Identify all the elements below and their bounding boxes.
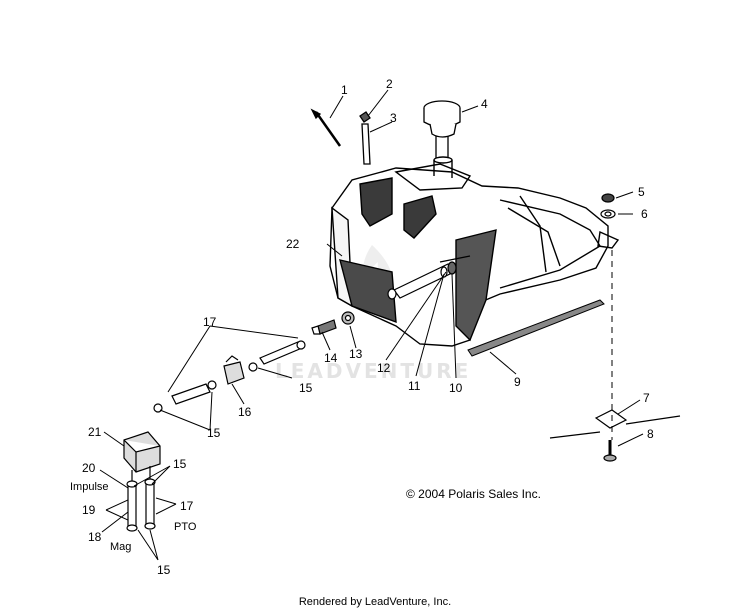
callout-17b: 17 [180, 499, 194, 513]
label-impulse: Impulse [70, 481, 109, 493]
callout-1: 1 [341, 83, 348, 97]
fuel-pump [123, 431, 161, 532]
callout-7: 7 [643, 391, 650, 405]
fuel-valve-assembly [387, 261, 457, 300]
label-mag: Mag [110, 541, 131, 553]
callout-10: 10 [449, 381, 463, 395]
callout-15b: 15 [207, 426, 221, 440]
callout-2: 2 [386, 77, 393, 91]
callout-15c: 15 [173, 457, 187, 471]
tank-fittings [311, 311, 355, 335]
callout-20: 20 [82, 461, 96, 475]
callout-4: 4 [481, 97, 488, 111]
fuel-cap [423, 100, 461, 158]
callout-3: 3 [390, 111, 397, 125]
callout-17a: 17 [203, 315, 217, 329]
callout-11: 11 [408, 379, 421, 393]
callout-12: 12 [377, 361, 391, 375]
tank-small-parts [310, 108, 371, 165]
fasteners-right [594, 193, 628, 462]
watermark-text: LEADVENTURE [275, 359, 471, 383]
leader-lines [99, 89, 644, 561]
callout-9: 9 [514, 375, 521, 389]
callout-22: 22 [286, 237, 300, 251]
callout-21: 21 [88, 425, 102, 439]
frame-line [549, 415, 681, 439]
callout-15a: 15 [299, 381, 313, 395]
callout-18: 18 [88, 530, 102, 544]
callout-6: 6 [641, 207, 648, 221]
callout-8: 8 [647, 427, 654, 441]
callout-15d: 15 [157, 563, 171, 577]
callout-13: 13 [349, 347, 363, 361]
tank-strip [467, 299, 605, 357]
fuel-tank [329, 156, 620, 347]
copyright-notice: © 2004 Polaris Sales Inc. [406, 487, 541, 501]
label-pto: PTO [174, 521, 197, 533]
callout-16: 16 [238, 405, 252, 419]
rendered-by-footer: Rendered by LeadVenture, Inc. [298, 596, 452, 608]
callout-14: 14 [324, 351, 338, 365]
fuel-line-assembly [153, 340, 306, 413]
callout-19: 19 [82, 503, 96, 517]
callout-numbers: 1 2 3 4 5 6 22 7 8 9 10 11 12 13 14 17 1… [70, 77, 654, 577]
callout-5: 5 [638, 185, 645, 199]
